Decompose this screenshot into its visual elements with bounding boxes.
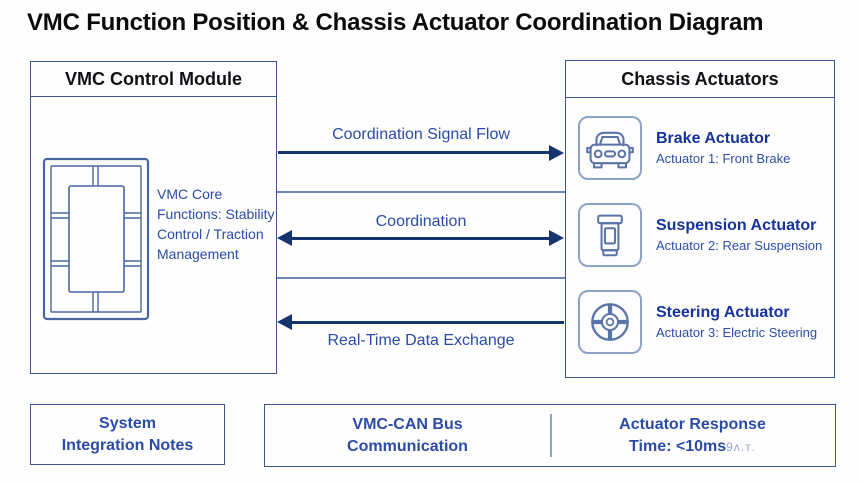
vmc-core-functions-text: VMC Core Functions: Stability Control / … — [157, 186, 275, 262]
bus-communication-box: VMC-CAN Bus Communication Actuator Respo… — [264, 404, 836, 467]
vmc-control-module-box: VMC Control Module VMC Core Functions: S… — [30, 61, 277, 374]
notes-line-2: Integration Notes — [61, 436, 194, 454]
chip-icon — [42, 157, 150, 321]
arrowhead-right-icon — [549, 144, 564, 161]
actuator-response-section: Actuator Response Time: <10ms9ʌ.ᴛ. — [550, 414, 835, 456]
car-icon — [578, 116, 642, 180]
arrowhead-left-icon — [277, 230, 292, 246]
bus-line-2: Communication — [347, 437, 468, 455]
actuator-row-steering: Steering Actuator Actuator 3: Electric S… — [578, 290, 834, 354]
vmc-module-header: VMC Control Module — [31, 62, 276, 97]
actuator-row-suspension: Suspension Actuator Actuator 2: Rear Sus… — [578, 203, 834, 267]
flow-label-real-time-data: Real-Time Data Exchange — [327, 332, 515, 349]
response-line-1: Actuator Response — [619, 416, 766, 434]
response-line-2: Time: <10ms9ʌ.ᴛ. — [629, 436, 756, 457]
footer-vertical-divider — [550, 414, 552, 457]
bus-line-1: VMC-CAN Bus — [352, 416, 463, 434]
actuator-subtitle: Actuator 2: Rear Suspension — [656, 238, 823, 253]
arrowhead-left-icon — [277, 314, 292, 330]
arrowhead-right-icon — [549, 230, 564, 246]
actuator-title: Suspension Actuator — [656, 217, 817, 234]
suspension-icon — [578, 203, 642, 267]
actuator-subtitle: Actuator 3: Electric Steering — [656, 325, 818, 340]
arrow-coordination-signal-flow — [278, 151, 550, 154]
page-title: VMC Function Position & Chassis Actuator… — [27, 9, 764, 36]
actuator-row-brake: Brake Actuator Actuator 1: Front Brake — [578, 116, 834, 180]
flow-label-coordination-signal: Coordination Signal Flow — [332, 126, 510, 143]
response-time-value: Time: <10ms — [629, 437, 727, 455]
chassis-actuators-header: Chassis Actuators — [566, 61, 834, 98]
arrow-real-time-data-exchange — [292, 320, 564, 324]
gap-divider-line-1 — [277, 191, 565, 193]
actuator-subtitle: Actuator 1: Front Brake — [656, 151, 791, 166]
flow-label-coordination: Coordination — [375, 213, 467, 230]
vmc-can-bus-section: VMC-CAN Bus Communication — [265, 414, 550, 456]
system-integration-notes-box: System Integration Notes — [30, 404, 225, 465]
chassis-actuators-box: Chassis Actuators — [565, 60, 835, 378]
actuator-title: Steering Actuator — [656, 304, 790, 321]
arrow-coordination — [292, 236, 550, 240]
steering-icon — [578, 290, 642, 354]
actuator-title: Brake Actuator — [656, 130, 771, 147]
actuator-text-suspension: Suspension Actuator Actuator 2: Rear Sus… — [656, 217, 822, 253]
actuator-text-steering: Steering Actuator Actuator 3: Electric S… — [656, 304, 817, 340]
actuator-text-brake: Brake Actuator Actuator 1: Front Brake — [656, 130, 790, 166]
notes-line-1: System — [99, 415, 156, 433]
gap-divider-line-2 — [277, 277, 565, 279]
actuator-list: Brake Actuator Actuator 1: Front Brake — [566, 98, 834, 354]
watermark-artifact: 9ʌ.ᴛ. — [726, 439, 756, 454]
